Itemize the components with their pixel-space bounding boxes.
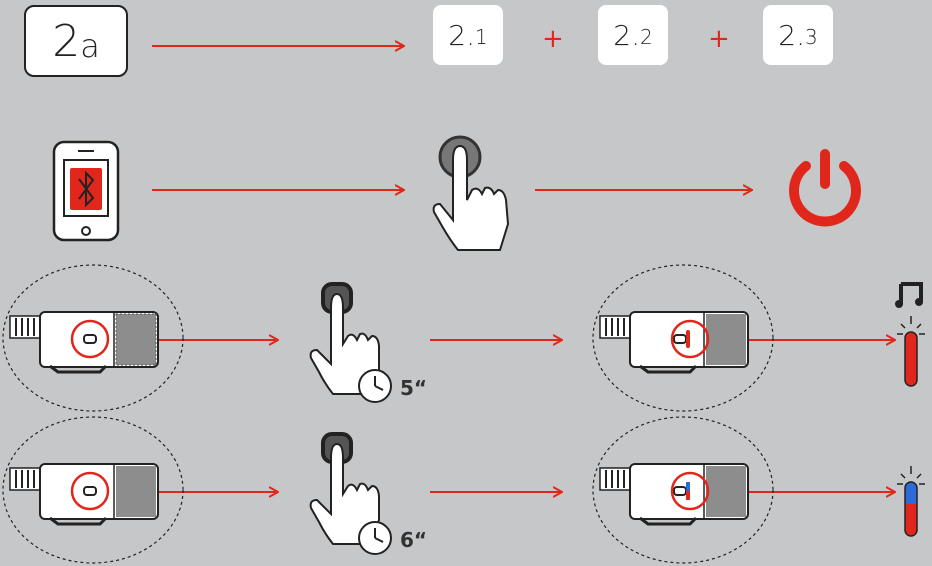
hold-duration-label: 5“ xyxy=(400,376,428,400)
clock-icon xyxy=(358,521,392,555)
hold-duration-label: 6“ xyxy=(400,528,428,552)
substep-number: 2. xyxy=(778,18,805,52)
substep-number: 2. xyxy=(613,18,640,52)
clock-icon xyxy=(358,369,392,403)
substep-number: 2. xyxy=(448,18,475,52)
bluetooth-phone-icon xyxy=(52,140,120,242)
substep-sub: 3 xyxy=(804,25,818,49)
device-icon-row4-right xyxy=(592,416,774,564)
finger-hold-icon-row3 xyxy=(309,282,380,395)
finger-hold-icon-row4 xyxy=(309,432,380,545)
device-icon-row4-left xyxy=(2,416,184,564)
finger-press-icon xyxy=(432,135,510,251)
plus-sign: + xyxy=(708,24,730,54)
step-number: 2 xyxy=(52,15,81,67)
substep-2-2-box: 2.2 xyxy=(598,5,668,65)
substep-sub: 1 xyxy=(474,25,488,49)
substep-sub: 2 xyxy=(639,25,653,49)
red-led-indicator xyxy=(895,282,925,387)
device-icon-row3-right xyxy=(592,264,774,412)
substep-2-3-box: 2.3 xyxy=(763,5,833,65)
power-icon xyxy=(789,149,861,227)
substep-2-1-box: 2.1 xyxy=(433,5,503,65)
red-blue-led-indicator xyxy=(897,466,925,537)
plus-sign: + xyxy=(542,24,564,54)
device-icon-row3-left xyxy=(2,264,184,412)
step-letter: a xyxy=(80,27,100,65)
